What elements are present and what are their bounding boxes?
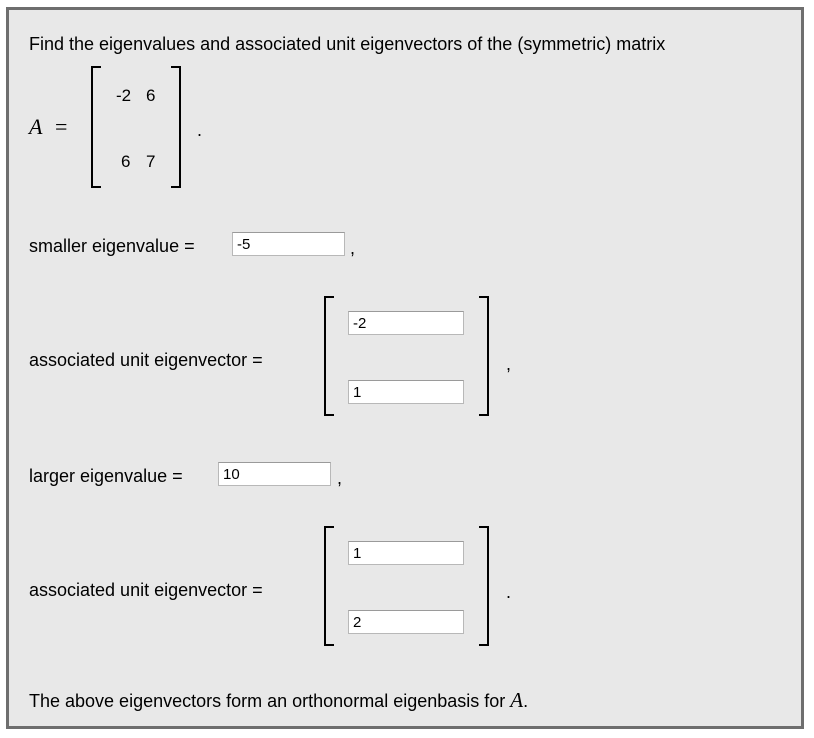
matrix-cell-1-2: 6 <box>146 86 156 105</box>
matrix-name: A <box>29 114 43 139</box>
smaller-eigenvalue-label: smaller eigenvalue = <box>29 236 195 256</box>
eigenvector-2-label: associated unit eigenvector = <box>29 580 263 600</box>
problem-panel: Find the eigenvalues and associated unit… <box>6 7 804 729</box>
eigenvector-2-right-bracket <box>479 526 489 646</box>
matrix-right-bracket <box>171 66 181 188</box>
eigenvector-1-component-2-input[interactable] <box>348 380 464 404</box>
matrix-cell-2-1: 6 <box>121 152 131 171</box>
eigenvector-2-left-bracket <box>324 526 334 646</box>
larger-eigenvalue-input[interactable] <box>218 462 331 486</box>
larger-eigenvalue-comma: , <box>337 468 343 488</box>
footer-math-a: A <box>510 688 524 712</box>
footer-period: . <box>523 691 529 711</box>
eigenvector-1-label: associated unit eigenvector = <box>29 350 263 370</box>
matrix-period: . <box>197 120 203 140</box>
eigenvector-2-component-1-input[interactable] <box>348 541 464 565</box>
eigenvector-1-right-bracket <box>479 296 489 416</box>
footer-text: The above eigenvectors form an orthonorm… <box>29 689 528 712</box>
matrix-cell-2-2: 7 <box>146 152 156 171</box>
larger-eigenvalue-label: larger eigenvalue = <box>29 466 183 486</box>
eigenvector-2-component-2-input[interactable] <box>348 610 464 634</box>
matrix-equals-sign: = <box>55 114 68 139</box>
eigenvector-1-left-bracket <box>324 296 334 416</box>
matrix-cell-1-1: -2 <box>116 86 132 105</box>
eigenvector-1-component-1-input[interactable] <box>348 311 464 335</box>
problem-prompt: Find the eigenvalues and associated unit… <box>29 34 666 54</box>
eigenvector-1-comma: , <box>506 354 512 374</box>
footer-sentence: The above eigenvectors form an orthonorm… <box>29 691 506 711</box>
smaller-eigenvalue-input[interactable] <box>232 232 345 256</box>
smaller-eigenvalue-comma: , <box>350 238 356 258</box>
eigenvector-2-period: . <box>506 582 512 602</box>
matrix-left-bracket <box>91 66 101 188</box>
